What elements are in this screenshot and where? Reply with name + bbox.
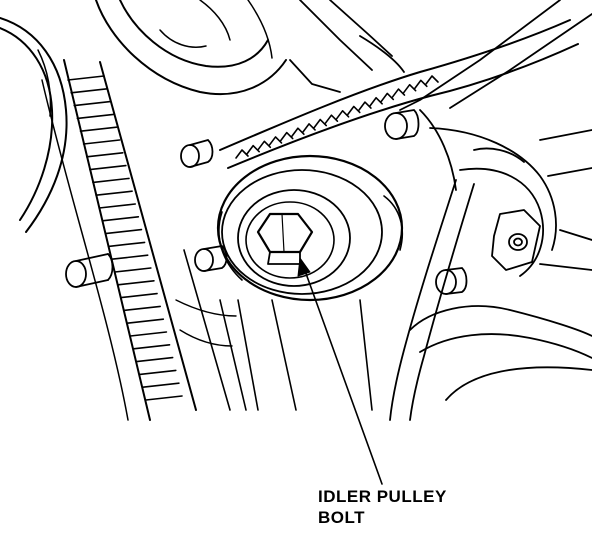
belt-tooth bbox=[145, 395, 183, 401]
belt-tooth bbox=[126, 318, 165, 325]
belt-tooth bbox=[142, 382, 180, 389]
belt-tooth bbox=[279, 131, 294, 142]
upper-belt-teeth bbox=[235, 75, 439, 159]
idler-pulley-bolt-label: IDLER PULLEY BOLT bbox=[318, 486, 447, 528]
belt-tooth bbox=[369, 96, 383, 107]
belt-tooth bbox=[313, 118, 328, 129]
belt-teeth bbox=[67, 75, 183, 401]
upper-belt-run bbox=[219, 19, 579, 169]
belt-tooth bbox=[110, 254, 149, 261]
belt-tooth bbox=[67, 75, 105, 81]
belt-tooth bbox=[291, 127, 305, 138]
belt-tooth bbox=[98, 203, 136, 209]
belt-tooth bbox=[82, 139, 121, 145]
belt-tooth bbox=[92, 177, 130, 184]
belt-tooth bbox=[85, 152, 124, 158]
belt-tooth bbox=[246, 144, 260, 155]
belt-tooth bbox=[268, 136, 283, 146]
belt-tooth bbox=[391, 88, 406, 98]
callout-line-1: IDLER PULLEY bbox=[318, 487, 447, 506]
belt-tooth bbox=[89, 164, 127, 171]
belt-tooth bbox=[95, 190, 133, 196]
belt-tooth bbox=[425, 75, 439, 85]
stud-bolts bbox=[65, 109, 468, 295]
belt-tooth bbox=[107, 241, 146, 248]
belt-tooth bbox=[380, 92, 395, 103]
belt-tooth bbox=[120, 292, 158, 299]
left-cam-pulley bbox=[0, 17, 68, 233]
belt-tooth bbox=[101, 216, 140, 222]
belt-tooth bbox=[76, 113, 115, 120]
belt-tooth bbox=[257, 140, 272, 151]
belt-tooth bbox=[73, 100, 112, 107]
belt-tooth bbox=[324, 114, 339, 124]
lower-casing bbox=[175, 249, 373, 411]
belt-tooth bbox=[114, 267, 152, 273]
belt-tooth bbox=[123, 305, 161, 312]
belt-tooth bbox=[70, 88, 108, 94]
belt-tooth bbox=[335, 110, 350, 120]
upper-housing bbox=[289, 0, 592, 111]
belt-tooth bbox=[346, 105, 361, 116]
belt-tooth bbox=[138, 369, 177, 376]
belt-tooth bbox=[414, 79, 428, 90]
callout-leader bbox=[297, 257, 383, 485]
right-belt-run bbox=[389, 179, 592, 421]
belt-tooth bbox=[104, 228, 143, 235]
idler-pulley bbox=[216, 154, 404, 302]
callout-line-2: BOLT bbox=[318, 508, 366, 527]
belt-tooth bbox=[358, 101, 372, 111]
belt-tooth bbox=[79, 126, 118, 132]
belt-tooth bbox=[402, 83, 417, 94]
belt-tooth bbox=[302, 123, 316, 133]
tensioner-housing bbox=[419, 109, 592, 277]
belt-tooth bbox=[129, 331, 168, 337]
belt-tooth bbox=[117, 279, 155, 286]
belt-tooth bbox=[235, 149, 249, 159]
left-timing-belt bbox=[41, 59, 197, 421]
upper-cam-pulley bbox=[95, 0, 287, 96]
belt-tooth bbox=[135, 356, 174, 363]
idler-pulley-bolt bbox=[256, 212, 314, 265]
belt-tooth bbox=[132, 343, 171, 350]
